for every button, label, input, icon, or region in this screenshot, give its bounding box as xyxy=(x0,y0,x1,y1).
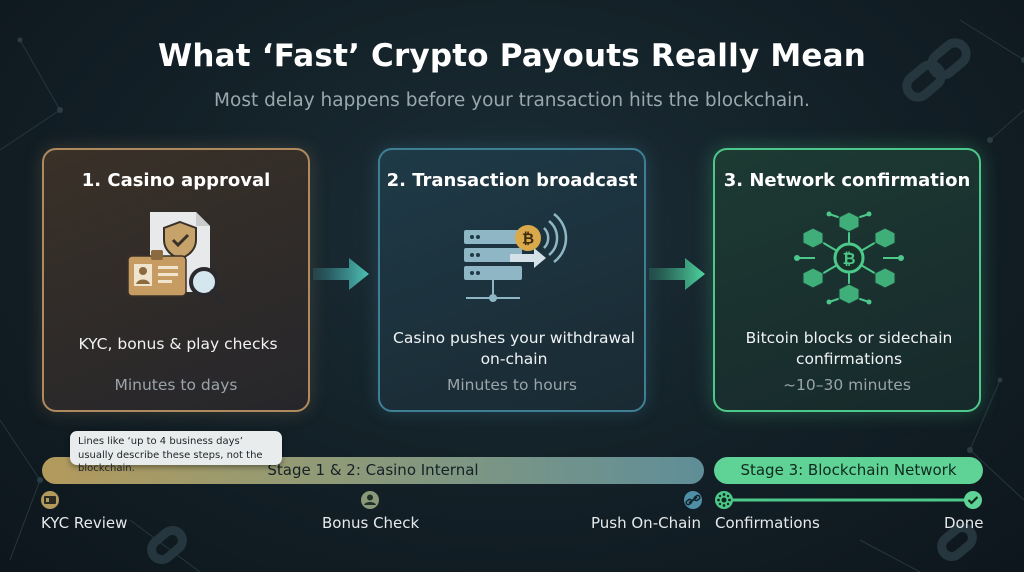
network-icon xyxy=(715,491,733,509)
card-title: 1. Casino approval xyxy=(81,170,271,191)
arrow-right-icon xyxy=(649,258,705,290)
check-icon xyxy=(964,491,982,509)
card-description: KYC, bonus & play checks xyxy=(78,335,278,353)
id-card-icon xyxy=(41,491,59,509)
document-shield-id-magnifier-icon xyxy=(127,212,227,307)
network-confirmation-card: 3. Network confirmation ₿ Bitcoin blocks… xyxy=(713,148,981,412)
card-title: 2. Transaction broadcast xyxy=(386,170,638,191)
card-description: Bitcoin blocks or sidechain confirmation… xyxy=(745,329,953,368)
timeline-label-confirmations: Confirmations xyxy=(715,514,820,532)
card-time-estimate: ~10–30 minutes xyxy=(783,376,911,394)
arrow-right-icon xyxy=(313,258,369,290)
svg-text:₿: ₿ xyxy=(522,230,534,248)
timeline-label-done: Done xyxy=(944,514,984,532)
timeline-label-kyc-review: KYC Review xyxy=(41,514,128,532)
process-timeline xyxy=(41,491,982,509)
link-icon xyxy=(684,491,702,509)
casino-approval-card: 1. Casino approval KYC, bonus & play che… xyxy=(42,148,310,412)
tooltip-note: Lines like ‘up to 4 business days’ usual… xyxy=(70,431,282,474)
card-time-estimate: Minutes to hours xyxy=(446,376,577,394)
card-title: 3. Network confirmation xyxy=(723,170,971,191)
page-title: What ‘Fast’ Crypto Payouts Really Mean xyxy=(157,38,867,74)
stage-blockchain-network-bar: Stage 3: Blockchain Network xyxy=(714,457,983,484)
server-bitcoin-broadcast-icon: ₿ xyxy=(464,213,568,302)
transaction-broadcast-card: 2. Transaction broadcast ₿ Casino pushes… xyxy=(378,148,646,412)
page-subtitle: Most delay happens before your transacti… xyxy=(214,90,810,111)
timeline-label-push-on-chain: Push On-Chain xyxy=(591,514,701,532)
user-check-icon xyxy=(361,491,379,509)
svg-text:₿: ₿ xyxy=(842,249,855,268)
card-time-estimate: Minutes to days xyxy=(114,376,238,394)
timeline-label-bonus-check: Bonus Check xyxy=(322,514,420,532)
card-description: Casino pushes your withdrawal on-chain xyxy=(393,329,635,368)
bitcoin-block-network-icon: ₿ xyxy=(794,211,904,305)
